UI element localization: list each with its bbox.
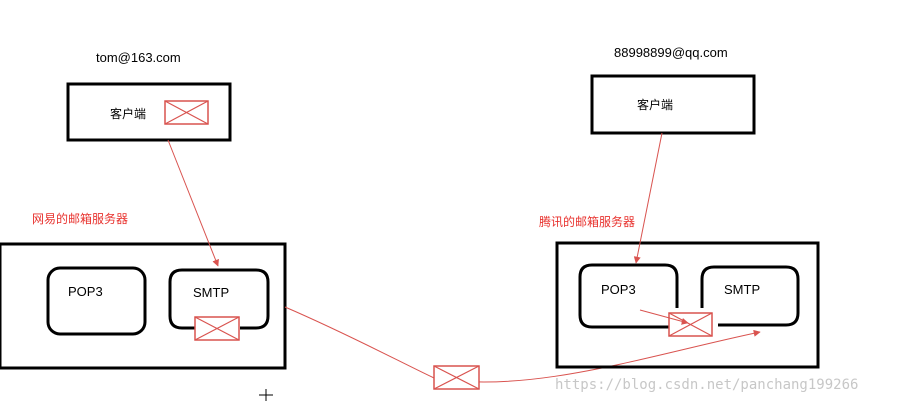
transit-envelope-icon <box>433 365 480 390</box>
left-server-label: 网易的邮箱服务器 <box>32 211 128 226</box>
left-smtp-box <box>168 268 270 330</box>
left-email-address: tom@163.com <box>96 50 181 65</box>
left-pop3-box <box>46 266 147 336</box>
crosshair-cursor-icon <box>259 389 273 401</box>
arrow-client-to-smtp <box>167 139 219 267</box>
left-client-box <box>66 82 232 142</box>
left-smtp-label: SMTP <box>193 285 229 300</box>
arrow-client-to-pop3 <box>633 132 663 264</box>
left-server-box <box>0 242 287 370</box>
right-envelope-icon <box>668 312 713 337</box>
watermark-text: https://blog.csdn.net/panchang199266 <box>555 377 858 393</box>
arrow-to-right-envelope <box>639 309 689 325</box>
right-email-address: 88998899@qq.com <box>614 45 728 60</box>
left-client-label: 客户端 <box>110 106 146 121</box>
right-server-box <box>555 241 820 369</box>
left-client-envelope-icon <box>164 100 209 125</box>
right-pop3-label: POP3 <box>601 282 636 297</box>
left-smtp-envelope-icon <box>194 316 240 341</box>
right-pop3-box <box>578 263 679 329</box>
left-pop3-label: POP3 <box>68 284 103 299</box>
right-server-label: 腾讯的邮箱服务器 <box>539 214 635 229</box>
right-client-box <box>590 74 756 135</box>
right-client-label: 客户端 <box>637 97 673 112</box>
right-smtp-box <box>700 265 800 327</box>
right-smtp-label: SMTP <box>724 282 760 297</box>
